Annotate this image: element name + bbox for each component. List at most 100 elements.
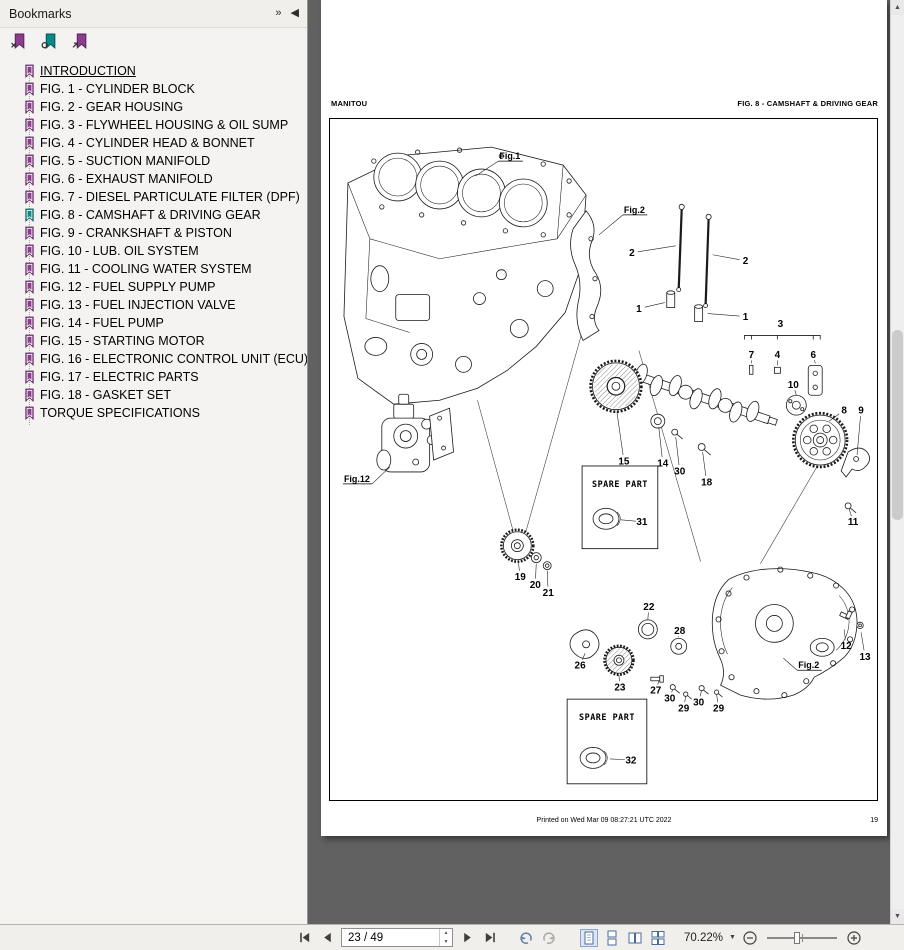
bookmark-item[interactable]: FIG. 10 - LUB. OIL SYSTEM [24, 242, 307, 260]
next-page-button[interactable] [458, 929, 476, 947]
main-row: Bookmarks » ◀ I [0, 0, 904, 924]
bookmark-item[interactable]: FIG. 6 - EXHAUST MANIFOLD [24, 170, 307, 188]
last-page-button[interactable] [481, 929, 499, 947]
zoom-slider[interactable] [766, 929, 837, 947]
locate-current-bookmark-icon[interactable] [41, 33, 58, 50]
next-view-button[interactable] [540, 929, 558, 947]
page-spinner-up-icon[interactable]: ▲ [443, 930, 449, 937]
scroll-down-icon[interactable]: ▼ [891, 909, 904, 924]
bookmark-label: FIG. 8 - CAMSHAFT & DRIVING GEAR [40, 208, 261, 222]
bookmark-item[interactable]: FIG. 16 - ELECTRONIC CONTROL UNIT (ECU) [24, 350, 307, 368]
previous-view-button[interactable] [517, 929, 535, 947]
bookmarks-panel-title: Bookmarks [9, 6, 72, 21]
part-callout: 31 [636, 517, 648, 528]
document-area: MANITOU FIG. 8 - CAMSHAFT & DRIVING GEAR [308, 0, 904, 924]
bookmark-options-icon[interactable] [72, 33, 89, 50]
bookmark-item[interactable]: FIG. 13 - FUEL INJECTION VALVE [24, 296, 307, 314]
bookmark-label: FIG. 11 - COOLING WATER SYSTEM [40, 262, 252, 276]
zoom-out-button[interactable] [741, 929, 759, 947]
engine-block [343, 146, 587, 405]
bookmark-ribbon-icon [25, 370, 34, 384]
bookmark-item[interactable]: FIG. 1 - CYLINDER BLOCK [24, 80, 307, 98]
bookmark-label: FIG. 4 - CYLINDER HEAD & BONNET [40, 136, 255, 150]
bookmark-item[interactable]: TORQUE SPECIFICATIONS [24, 404, 307, 422]
page-spinner: ▲ ▼ [439, 929, 452, 946]
facing-view-button[interactable] [626, 929, 644, 947]
part-callout: 30 [674, 466, 686, 477]
next-page-icon [463, 932, 471, 943]
bookmark-item[interactable]: FIG. 18 - GASKET SET [24, 386, 307, 404]
continuous-facing-pages-icon [651, 930, 665, 945]
lower-gear-group [569, 619, 723, 700]
valve-tappets [666, 290, 704, 322]
zoom-in-button[interactable] [845, 929, 863, 947]
bookmark-item[interactable]: FIG. 2 - GEAR HOUSING [24, 98, 307, 116]
collapse-all-bookmarks-icon[interactable] [10, 33, 27, 50]
part-callout: 12 [841, 641, 853, 652]
expand-panel-icon[interactable]: » [275, 7, 282, 19]
page-number-input[interactable]: 23 / 49 ▲ ▼ [341, 928, 453, 947]
bookmarks-toolbar [0, 28, 307, 55]
bookmark-label: FIG. 14 - FUEL PUMP [40, 316, 164, 330]
fuel-pump [376, 393, 454, 473]
bookmark-item[interactable]: FIG. 11 - COOLING WATER SYSTEM [24, 260, 307, 278]
first-page-button[interactable] [295, 929, 313, 947]
bolt-30b [698, 685, 709, 695]
page-number-value: 23 / 49 [348, 931, 384, 944]
bolt-12-washer-13 [839, 610, 864, 629]
bookmark-item[interactable]: INTRODUCTION [24, 62, 307, 80]
bookmark-item[interactable]: FIG. 3 - FLYWHEEL HOUSING & OIL SUMP [24, 116, 307, 134]
page-title: FIG. 8 - CAMSHAFT & DRIVING GEAR [737, 99, 878, 108]
continuous-view-button[interactable] [603, 929, 621, 947]
figure-reference-label: Fig.2 [624, 205, 645, 215]
figure-reference-label: Fig.12 [344, 474, 370, 484]
bookmark-ribbon-icon [25, 280, 34, 294]
diagram-frame: SPARE PART [329, 118, 878, 801]
bookmark-item[interactable]: FIG. 12 - FUEL SUPPLY PUMP [24, 278, 307, 296]
zoom-dropdown-caret-icon[interactable]: ▼ [729, 934, 736, 941]
bookmark-item[interactable]: FIG. 4 - CYLINDER HEAD & BONNET [24, 134, 307, 152]
bookmark-item[interactable]: FIG. 5 - SUCTION MANIFOLD [24, 152, 307, 170]
collapse-panel-icon[interactable]: ◀ [290, 7, 299, 19]
bookmark-ribbon-icon [25, 262, 34, 276]
part-callout: 20 [530, 580, 542, 591]
part-callout: 30 [693, 698, 705, 709]
previous-view-icon [520, 932, 532, 944]
print-timestamp: Printed on Wed Mar 09 08:27:21 UTC 2022 [536, 817, 672, 824]
part-callout: 13 [860, 652, 872, 663]
bookmark-item[interactable]: FIG. 14 - FUEL PUMP [24, 314, 307, 332]
zoom-slider-handle[interactable] [793, 931, 800, 944]
bookmark-label: FIG. 17 - ELECTRIC PARTS [40, 370, 199, 384]
single-page-view-button[interactable] [580, 928, 598, 947]
zoom-out-icon [743, 930, 757, 945]
bookmark-item[interactable]: FIG. 15 - STARTING MOTOR [24, 332, 307, 350]
bookmark-item[interactable]: FIG. 9 - CRANKSHAFT & PISTON [24, 224, 307, 242]
bookmark-item[interactable]: FIG. 17 - ELECTRIC PARTS [24, 368, 307, 386]
part-callout: 3 [778, 319, 784, 330]
vertical-scrollbar[interactable]: ▲ ▼ [890, 0, 904, 924]
bookmark-label: FIG. 16 - ELECTRONIC CONTROL UNIT (ECU) [40, 352, 307, 366]
zoom-level-display[interactable]: 70.22% [684, 931, 724, 944]
single-page-icon [584, 931, 594, 944]
previous-page-button[interactable] [318, 929, 336, 947]
bookmark-label: FIG. 9 - CRANKSHAFT & PISTON [40, 226, 232, 240]
bookmark-label: FIG. 3 - FLYWHEEL HOUSING & OIL SUMP [40, 118, 289, 132]
bookmarks-panel-header: Bookmarks » ◀ [0, 0, 307, 28]
bookmark-item[interactable]: FIG. 7 - DIESEL PARTICULATE FILTER (DPF) [24, 188, 307, 206]
page-spinner-down-icon[interactable]: ▼ [443, 938, 449, 945]
part-callout: 21 [543, 588, 555, 599]
part-callout: 1 [743, 312, 749, 323]
idler-gear-group [500, 528, 552, 570]
continuous-facing-view-button[interactable] [649, 929, 667, 947]
bookmark-ribbon-icon [25, 172, 34, 186]
scrollbar-thumb[interactable] [892, 330, 903, 520]
previous-page-icon [323, 932, 331, 943]
bookmark-label: FIG. 12 - FUEL SUPPLY PUMP [40, 280, 216, 294]
scroll-up-icon[interactable]: ▲ [891, 0, 904, 15]
part-callout: 30 [664, 694, 676, 705]
bookmark-item[interactable]: FIG. 8 - CAMSHAFT & DRIVING GEAR [24, 206, 307, 224]
figure-reference-label: Fig.2 [798, 660, 819, 670]
retainer-9 [840, 447, 870, 478]
bookmark-ribbon-icon [25, 64, 34, 78]
